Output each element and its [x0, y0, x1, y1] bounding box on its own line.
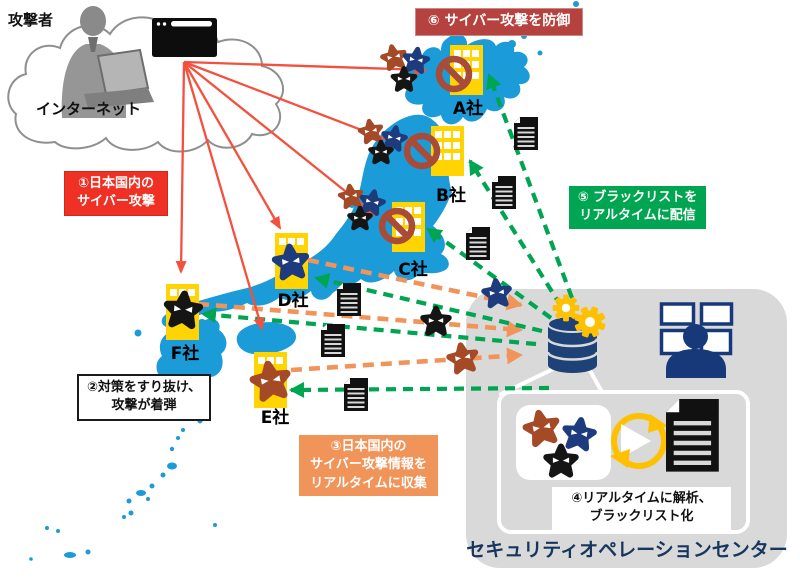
analysis-content [524, 399, 719, 474]
attacker-label: 攻撃者 [8, 11, 54, 29]
company-e-label: E社 [260, 408, 290, 428]
internet-label: インターネット [36, 100, 142, 118]
step5-blacklist-distribution-label: ⑤ ブラックリストを リアルタイムに配信 [569, 186, 706, 229]
malware-star-icon [359, 119, 383, 142]
step4-realtime-analysis-label: ④リアルタイムに解析、 ブラックリスト化 [552, 487, 731, 530]
blacklist-document-icon [666, 399, 719, 472]
laptop-icon [96, 48, 150, 96]
collect-arrows [197, 257, 523, 373]
document-icon [465, 226, 491, 261]
company-d-label: D社 [277, 291, 309, 311]
document-icon [513, 116, 539, 151]
company-a-label: A社 [452, 99, 484, 119]
refresh-arrows-icon [610, 413, 668, 469]
internet-cloud-group [7, 6, 284, 153]
malware-star-icon [423, 308, 449, 333]
document-icon [320, 323, 346, 358]
attacker-silhouette-icon [61, 6, 154, 118]
soc-title: セキュリティオペレーションセンター [466, 539, 788, 561]
operator-monitors-icon [659, 302, 734, 378]
malware-star-icon [381, 44, 407, 69]
step6-defend-attack-label: ⑥ サイバー攻撃を防御 [415, 8, 583, 36]
step2-attack-lands-label: ②対策をすり抜け、 攻撃が着弾 [77, 374, 211, 421]
browser-window-icon [152, 18, 217, 57]
company-c-label: C社 [398, 260, 428, 280]
document-icon [491, 175, 517, 210]
company-f-label: F社 [170, 344, 200, 364]
document-icon [343, 377, 369, 412]
shikoku [236, 322, 297, 355]
document-icon [336, 282, 362, 317]
company-b-label: B社 [436, 186, 466, 206]
step1-domestic-attack-label: ①日本国内の サイバー攻撃 [64, 171, 168, 216]
step3-realtime-collection-label: ③日本国内の サイバー攻撃情報を リアルタイムに収集 [299, 435, 438, 497]
